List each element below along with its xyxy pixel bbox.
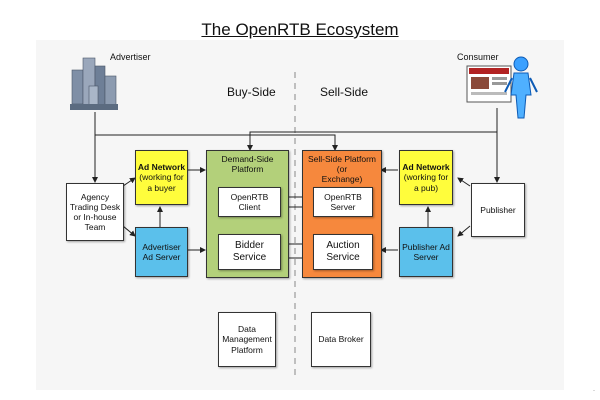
data-management-platform-node: Data Management Platform	[218, 312, 276, 367]
consumer-label: Consumer	[457, 52, 499, 62]
publisher-node: Publisher	[471, 183, 525, 237]
openrtb-server-label: OpenRTB Server	[324, 191, 362, 212]
openrtb-client-label: OpenRTB Client	[230, 191, 269, 212]
publisher-to-dsp-top-arrow	[247, 131, 497, 151]
data-management-platform-label: Data Management Platform	[222, 324, 272, 355]
page-title: The OpenRTB Ecosystem	[201, 20, 399, 39]
publisher-to-pubnetwork-arrow	[457, 177, 471, 187]
ad-network-buyer-title: Ad Network	[137, 162, 186, 173]
bidder-service-node: Bidder Service	[218, 234, 281, 270]
openrtb-server-node: OpenRTB Server	[313, 187, 373, 217]
advertiser-ad-server-node: Advertiser Ad Server	[135, 227, 188, 277]
dsp-label: Demand-Side Platform	[221, 154, 274, 175]
agency-to-ssp-top-arrow	[95, 134, 338, 151]
bidder-service-label: Bidder Service	[232, 240, 267, 263]
agency-to-adserver-arrow	[122, 225, 136, 237]
corner-mark: ·	[593, 388, 595, 394]
agency-label: Agency Trading Desk or In-house Team	[69, 191, 121, 233]
auction-service-label: Auction Service	[326, 240, 360, 263]
publisher-to-pubadserver-arrow	[457, 225, 471, 237]
buy-side-label: Buy-Side	[227, 85, 276, 99]
ad-network-pub-subtitle: (working for a pub)	[403, 172, 449, 193]
publisher-label: Publisher	[480, 204, 516, 215]
advertiser-label: Advertiser	[110, 52, 151, 62]
ad-network-pub-node: Ad Network (working for a pub)	[399, 150, 453, 205]
sell-side-label: Sell-Side	[320, 85, 369, 99]
ssp-label: Sell-Side Platform (or Exchange)	[307, 154, 377, 185]
publisher-ad-server-label: Publisher Ad Server	[402, 241, 450, 262]
openrtb-client-node: OpenRTB Client	[218, 187, 281, 217]
auction-service-node: Auction Service	[313, 234, 373, 270]
buildings-icon	[70, 57, 118, 110]
person-icon	[504, 56, 538, 119]
ad-network-buyer-subtitle: (working for a buyer	[139, 172, 184, 193]
agency-node: Agency Trading Desk or In-house Team	[66, 183, 124, 241]
data-broker-node: Data Broker	[311, 312, 371, 367]
ad-network-pub-title: Ad Network	[402, 162, 450, 173]
ad-network-buyer-node: Ad Network (working for a buyer	[135, 150, 188, 205]
publisher-ad-server-node: Publisher Ad Server	[399, 227, 453, 277]
data-broker-label: Data Broker	[318, 334, 364, 345]
monitor-webpage-icon	[466, 65, 512, 103]
agency-to-adnetwork-arrow	[122, 177, 136, 187]
advertiser-ad-server-label: Advertiser Ad Server	[142, 241, 181, 262]
